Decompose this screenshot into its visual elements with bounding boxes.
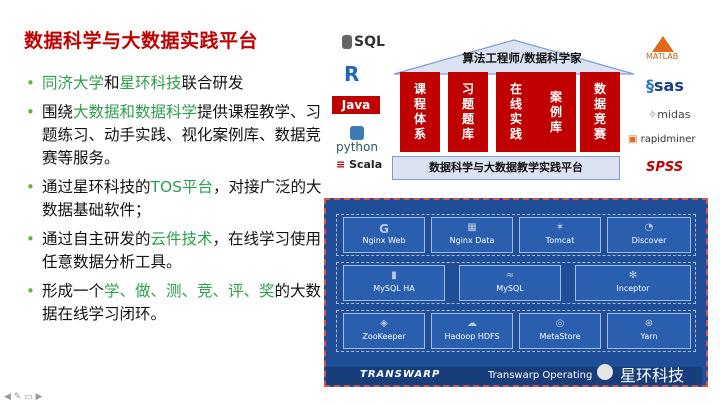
bullet-item: • 通过星环科技的TOS平台，对接广泛的大数据基础软件； (24, 176, 324, 222)
slide-controls[interactable]: ◀ ✎ ▭ ▶ (4, 392, 43, 402)
bullet-text: 联合研发 (181, 74, 244, 92)
zookeeper-tile: ◈ZooKeeper (343, 313, 425, 349)
cat-icon: ✶ (555, 222, 565, 233)
bullet-text: ，在线学习使用任意数据分析工具。 (42, 230, 322, 271)
spss-logo: SPSS (646, 160, 684, 175)
bullet-list: • 同济大学和星环科技联合研发 • 围绕大数据和数据科学提供课程教学、习题练习、动手实… (24, 72, 324, 332)
stack-row-3: ◈ZooKeeper ☁Hadoop HDFS ◎MetaStore ⊛Yarn (336, 310, 696, 352)
sas-logo: §sas (646, 76, 684, 95)
highlight-text: 学、做、测、竞、评、奖 (104, 282, 275, 300)
pillar-competition: 数据竞赛 (580, 72, 620, 152)
pillar-course: 课程体系 (400, 72, 440, 152)
tomcat-tile: ✶Tomcat (519, 217, 601, 253)
roof-label: 算法工程师/数据科学家 (462, 51, 582, 65)
g-icon: G (379, 222, 389, 236)
os-label: Transwarp Operating (488, 370, 593, 381)
grid-icon: ▦ (467, 222, 477, 233)
bullet-item: • 形成一个学、做、测、竞、评、奖的大数据在线学习闭环。 (24, 280, 324, 326)
chart-icon: ▮ (391, 270, 397, 281)
java-logo: Java (332, 96, 380, 114)
bullet-text: 和 (104, 74, 120, 92)
bullet-text: 形成一个 (42, 282, 105, 300)
rapidminer-logo: ▣ rapidminer (628, 134, 696, 145)
yarn-tile: ⊛Yarn (607, 313, 691, 349)
watermark: 星环科技 (620, 366, 685, 385)
house-base: 数据科学与大数据教学实践平台 (392, 156, 620, 180)
bullet-dot-icon: • (26, 230, 35, 248)
mysql-tile: ≈MySQL (459, 265, 561, 301)
mysql-ha-tile: ▮MySQL HA (343, 265, 445, 301)
bullet-text: 通过星环科技的 (42, 178, 151, 196)
nginx-data-tile: ▦Nginx Data (431, 217, 513, 253)
bullet-dot-icon: • (26, 178, 35, 196)
scala-logo: ≡ Scala (336, 158, 383, 171)
highlight-text: 云件技术 (150, 230, 213, 248)
compass-icon: ◔ (644, 222, 654, 233)
bullet-text: 围绕 (42, 103, 74, 121)
sql-logo: SQL (342, 34, 385, 50)
midas-logo: ✧midas (648, 108, 691, 121)
wechat-icon (597, 364, 613, 380)
matlab-logo: MATLAB (646, 36, 678, 61)
inceptor-tile: ✻Inceptor (575, 265, 691, 301)
bullet-text: 的大数据在线学习闭环。 (42, 282, 322, 323)
bullet-text: 通过自主研发的 (42, 230, 151, 248)
bullet-item: • 同济大学和星环科技联合研发 (24, 72, 324, 95)
bullet-text: ，对接广泛的大数据基础软件； (42, 178, 322, 219)
hadoop-hdfs-tile: ☁Hadoop HDFS (431, 313, 513, 349)
pillar-exercise: 习题题库 (448, 72, 488, 152)
metastore-tile: ◎MetaStore (519, 313, 601, 349)
dolphin-icon: ≈ (505, 270, 515, 281)
highlight-text: TOS平台 (150, 178, 214, 196)
python-logo: python (336, 126, 378, 154)
shield-icon: ◈ (380, 318, 388, 329)
r-logo: R (344, 62, 360, 86)
highlight-text: 星环科技 (119, 74, 182, 92)
bullet-item: • 围绕大数据和数据科学提供课程教学、习题练习、动手实践、视化案例库、数据竞赛等服… (24, 101, 324, 170)
bullet-dot-icon: • (26, 282, 35, 300)
bullet-dot-icon: • (26, 103, 35, 121)
yarn-icon: ⊛ (644, 318, 654, 329)
elephant-icon: ☁ (467, 318, 477, 329)
discover-tile: ◔Discover (607, 217, 691, 253)
pillar-cases: 案例库 (536, 72, 576, 152)
bullet-item: • 通过自主研发的云件技术，在线学习使用任意数据分析工具。 (24, 228, 324, 274)
target-icon: ◎ (555, 318, 565, 329)
transwarp-logo: TRANSWARP (360, 369, 441, 380)
bullet-text: 提供课程教学、习题练习、动手实践、视化案例库、数据竞赛等服务。 (42, 103, 322, 167)
network-icon: ✻ (628, 270, 638, 281)
stack-row-2: ▮MySQL HA ≈MySQL ✻Inceptor (336, 262, 696, 304)
pillar-practice: 在线实践 (496, 72, 536, 152)
slide-title: 数据科学与大数据实践平台 (24, 30, 259, 52)
bullet-dot-icon: • (26, 74, 35, 92)
highlight-text: 大数据和数据科学 (73, 103, 198, 121)
highlight-text: 同济大学 (42, 74, 105, 92)
